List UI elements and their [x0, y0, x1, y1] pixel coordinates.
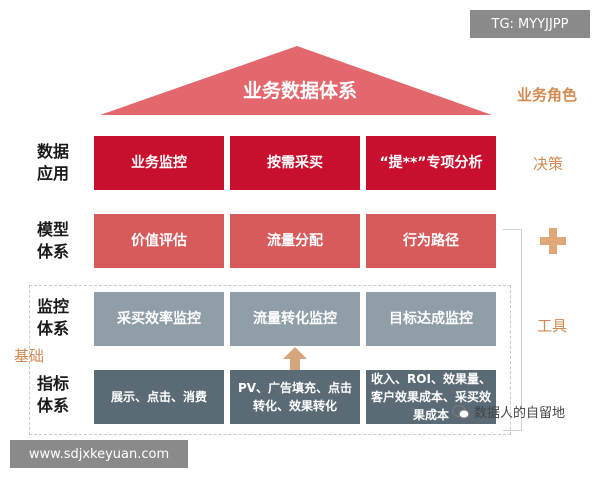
- website-badge: www.sdjxkeyuan.com: [10, 440, 188, 468]
- watermark-text: 数据人的自留地: [474, 406, 566, 421]
- row-label-model-system: 模型体系: [36, 220, 69, 261]
- plus-icon: [540, 228, 566, 254]
- side-label-tool: 工具: [537, 317, 568, 335]
- cell-business-monitor: 业务监控: [94, 136, 224, 190]
- bracket-line: [503, 229, 522, 431]
- side-label-decision: 决策: [533, 155, 564, 173]
- cell-special-analysis: “提**”专项分析: [366, 136, 496, 190]
- cell-on-demand-purchase: 按需采买: [230, 136, 360, 190]
- cell-impressions-clicks-spend: 展示、点击、消费: [94, 370, 224, 424]
- cell-traffic-allocation: 流量分配: [230, 214, 360, 268]
- roof-title: 业务数据体系: [242, 80, 357, 102]
- base-bracket: [29, 285, 511, 435]
- cell-purchase-efficiency-monitor: 采买效率监控: [94, 292, 224, 346]
- cell-pv-fill-conversion: PV、广告填充、点击转化、效果转化: [230, 370, 360, 424]
- watermark: 数据人的自留地: [452, 402, 565, 421]
- row-label-monitor-system: 监控体系: [36, 297, 69, 338]
- cell-value-assessment: 价值评估: [94, 214, 224, 268]
- role-label: 业务角色: [517, 86, 578, 104]
- base-label: 基础: [14, 347, 45, 365]
- cell-traffic-conversion-monitor: 流量转化监控: [230, 292, 360, 346]
- wechat-icon: [452, 404, 470, 419]
- cell-behavior-path: 行为路径: [366, 214, 496, 268]
- cell-goal-achievement-monitor: 目标达成监控: [366, 292, 496, 346]
- up-arrow-icon: [283, 347, 307, 371]
- row-label-metric-system: 指标体系: [36, 374, 69, 415]
- cell-revenue-roi-cost: 收入、ROI、效果量、客户效果成本、采买效果成本: [366, 370, 496, 424]
- row-label-data-application: 数据应用: [36, 142, 69, 183]
- tg-badge: TG: MYYJJPP: [470, 10, 590, 38]
